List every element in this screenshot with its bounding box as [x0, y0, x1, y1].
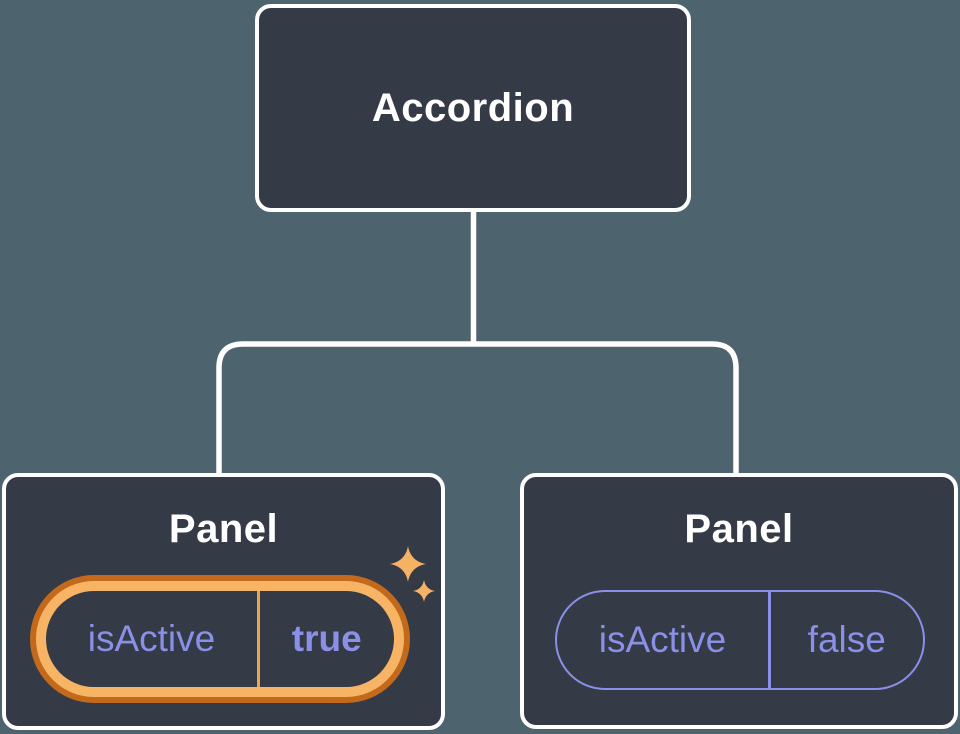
- state-pill-highlight-ring: isActive true: [36, 581, 404, 697]
- state-name: isActive: [87, 618, 216, 659]
- node-label: Accordion: [371, 85, 575, 130]
- state-pill-inactive: isActive false: [555, 590, 925, 690]
- sparkle-icon-small: [413, 580, 435, 602]
- node-accordion: Accordion: [255, 4, 691, 212]
- state-name: isActive: [598, 619, 727, 660]
- node-label: Panel: [168, 507, 279, 551]
- pill-divider: [257, 591, 260, 687]
- node-label: Panel: [684, 507, 794, 551]
- pill-divider: [768, 592, 771, 688]
- sparkle-icon-large: [390, 546, 426, 582]
- state-value: true: [291, 618, 362, 659]
- node-panel-inactive: Panel isActive false: [520, 473, 958, 729]
- state-value: false: [807, 619, 886, 660]
- state-pill-active: isActive true: [30, 575, 410, 703]
- node-panel-active: Panel isActive true: [2, 473, 445, 730]
